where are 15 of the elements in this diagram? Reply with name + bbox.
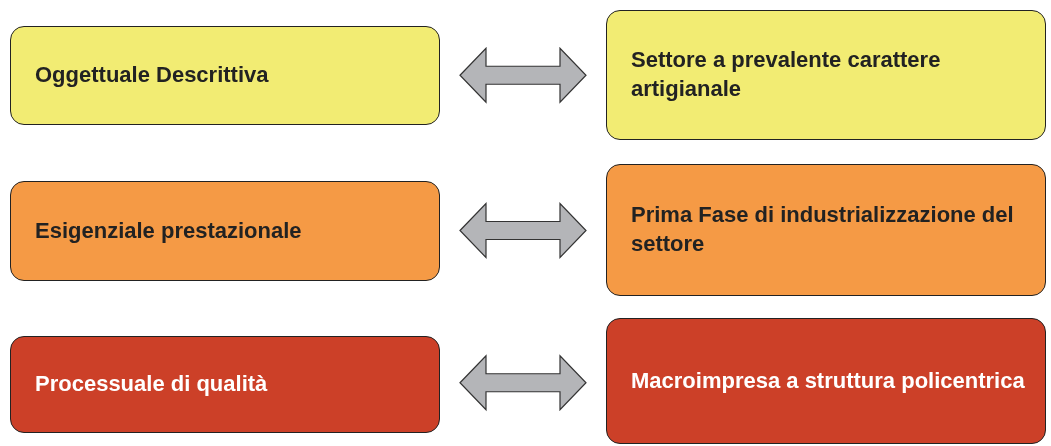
text-box <box>606 164 1046 296</box>
double-arrow <box>459 202 587 259</box>
double-arrow <box>459 354 587 412</box>
box-label: Settore a prevalente carattere artigianale <box>631 46 942 103</box>
text-box <box>606 10 1046 140</box>
box-label: Oggettuale Descrittiva <box>35 61 269 90</box>
text-box <box>10 26 440 125</box>
text-box <box>10 181 440 281</box>
box-label: Macroimpresa a struttura policentrica <box>631 366 1025 395</box>
box-label: Processuale di qualità <box>35 370 268 399</box>
text-box <box>10 336 440 433</box>
box-label: Prima Fase di industrializzazione del settore <box>631 201 1015 258</box>
box-label: Esigenziale prestazionale <box>35 216 302 245</box>
double-arrow <box>459 46 587 104</box>
text-box <box>606 318 1046 444</box>
